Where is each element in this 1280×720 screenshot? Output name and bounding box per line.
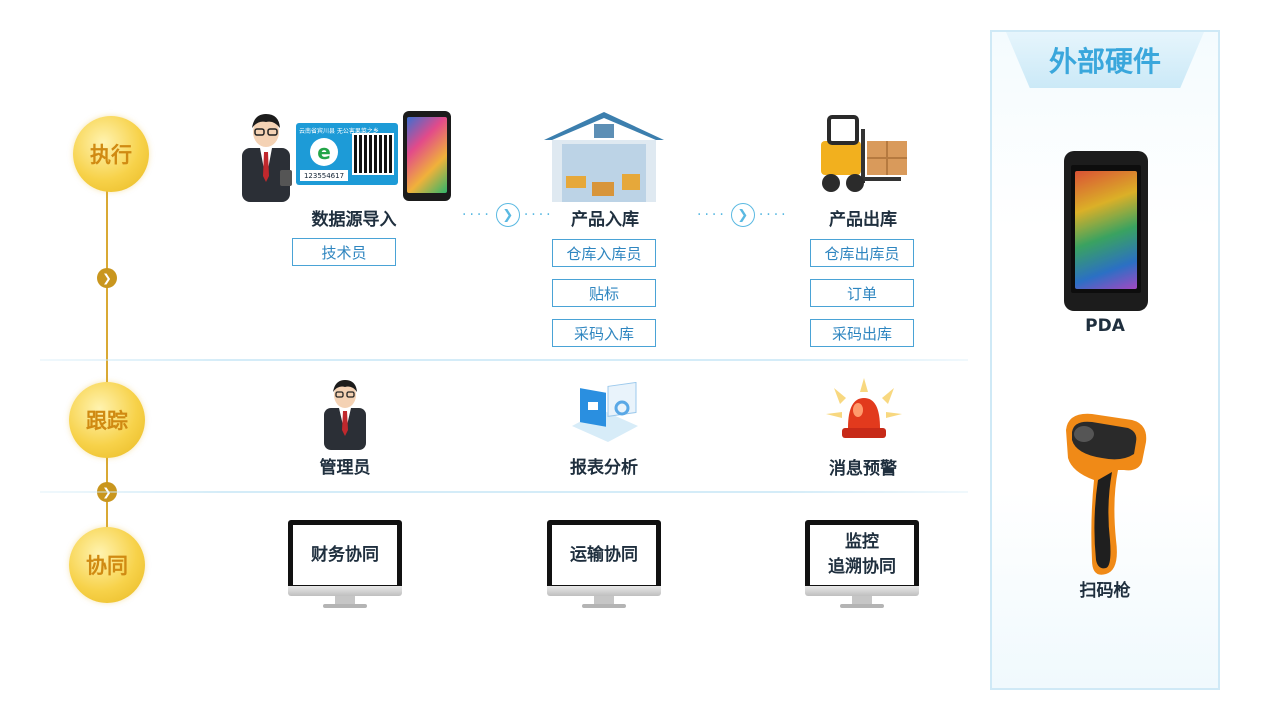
barcode-scanner-icon	[1066, 413, 1147, 575]
tag-labeling[interactable]: 贴标	[552, 279, 656, 307]
monitor-finance-line1: 财务协同	[311, 544, 379, 565]
hardware-label-scanner: 扫码枪	[1079, 581, 1131, 601]
timeline-line	[106, 180, 108, 570]
phone-icon	[403, 111, 451, 201]
chevron-right-icon: ❯	[730, 203, 755, 227]
tag-order[interactable]: 订单	[810, 279, 914, 307]
label-card: 云南省宾川县 无公害果菜之乡 e 123554617	[296, 123, 398, 185]
column-title-inbound: 产品入库	[571, 210, 639, 230]
hardware-label-pda: PDA	[1085, 316, 1125, 336]
tag-scan-inbound[interactable]: 采码入库	[552, 319, 656, 347]
monitor-monitoring-line2: 追溯协同	[828, 557, 896, 577]
warehouse-icon	[544, 112, 664, 202]
manager-icon	[324, 380, 366, 450]
monitor-finance: 财务协同	[288, 520, 402, 610]
chevron-down-icon: ❯	[97, 268, 117, 288]
stage-execute: 执行	[73, 116, 149, 192]
track-label-alert: 消息预警	[829, 459, 897, 479]
stage-collab: 协同	[69, 527, 145, 603]
flow-arrow: ····❯····	[462, 203, 554, 227]
label-card-text: 云南省宾川县 无公害果菜之乡	[299, 128, 379, 135]
technician-icon	[242, 114, 292, 202]
stage-execute-label: 执行	[90, 143, 132, 167]
track-label-report: 报表分析	[570, 458, 638, 478]
divider	[40, 491, 968, 493]
alarm-light-icon	[826, 378, 902, 438]
monitor-monitoring-line1: 监控	[845, 532, 879, 553]
label-code: 123554617	[300, 170, 348, 181]
tag-inbound-clerk[interactable]: 仓库入库员	[552, 239, 656, 267]
track-label-manager: 管理员	[319, 458, 371, 478]
report-chart-icon	[572, 382, 638, 442]
forklift-icon	[821, 115, 907, 192]
monitor-transport: 运输协同	[547, 520, 661, 610]
hardware-panel: 外部硬件 PDA 扫码枪	[990, 30, 1220, 690]
tag-scan-outbound[interactable]: 采码出库	[810, 319, 914, 347]
divider	[40, 359, 968, 361]
hardware-title: 外部硬件	[1048, 45, 1161, 78]
stage-track: 跟踪	[69, 382, 145, 458]
hardware-panel-header: 外部硬件	[1006, 32, 1204, 88]
column-title-import: 数据源导入	[311, 210, 397, 230]
flow-arrow: ····❯····	[697, 203, 789, 227]
pda-icon	[1064, 151, 1148, 311]
tag-technician[interactable]: 技术员	[292, 238, 396, 266]
column-title-outbound: 产品出库	[829, 210, 897, 230]
label-logo: e	[310, 138, 338, 166]
stage-collab-label: 协同	[86, 554, 128, 578]
tag-outbound-clerk[interactable]: 仓库出库员	[810, 239, 914, 267]
monitor-monitoring: 监控追溯协同	[805, 520, 919, 610]
stage-track-label: 跟踪	[86, 409, 128, 433]
chevron-right-icon: ❯	[495, 203, 520, 227]
qr-code-icon	[352, 133, 394, 175]
monitor-transport-line1: 运输协同	[570, 544, 638, 565]
